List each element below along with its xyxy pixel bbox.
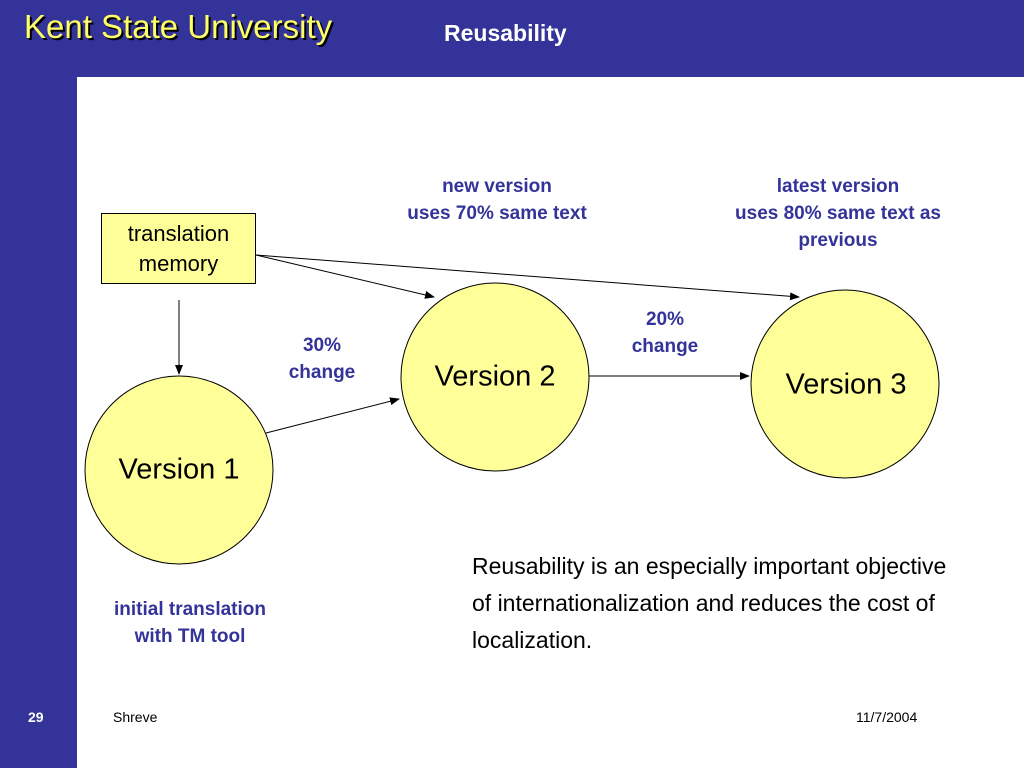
version-1-label: Version 1 <box>118 453 240 486</box>
version-1-node <box>84 375 274 565</box>
initial-translation-note: initial translation with TM tool <box>113 599 267 647</box>
new-version-note: new version uses 70% same text <box>407 176 587 224</box>
version-3-label: Version 3 <box>785 368 907 401</box>
arrow-tm-to-version-3 <box>255 254 800 301</box>
university-name: Kent State University <box>24 8 333 45</box>
arrow-version-1-to-version-2 <box>265 397 400 434</box>
version-3-node <box>750 289 940 479</box>
version-2-label: Version 2 <box>434 360 556 393</box>
change-20-label: 20% change <box>631 309 699 357</box>
translation-memory-label: translation memory <box>127 220 230 276</box>
footer-author: Shreve <box>113 709 158 725</box>
version-2-node <box>400 282 590 472</box>
page-number: 29 <box>28 709 44 725</box>
change-30-label: 30% change <box>288 335 356 383</box>
arrow-tm-to-version-2 <box>255 254 435 299</box>
slide-title: Reusability <box>444 20 567 46</box>
translation-memory-box: translation memory <box>101 213 256 284</box>
latest-version-note: latest version uses 80% same text as pre… <box>735 176 941 251</box>
reusability-body-text: Reusability is an especially important o… <box>472 553 947 653</box>
footer-date: 11/7/2004 <box>856 709 918 725</box>
